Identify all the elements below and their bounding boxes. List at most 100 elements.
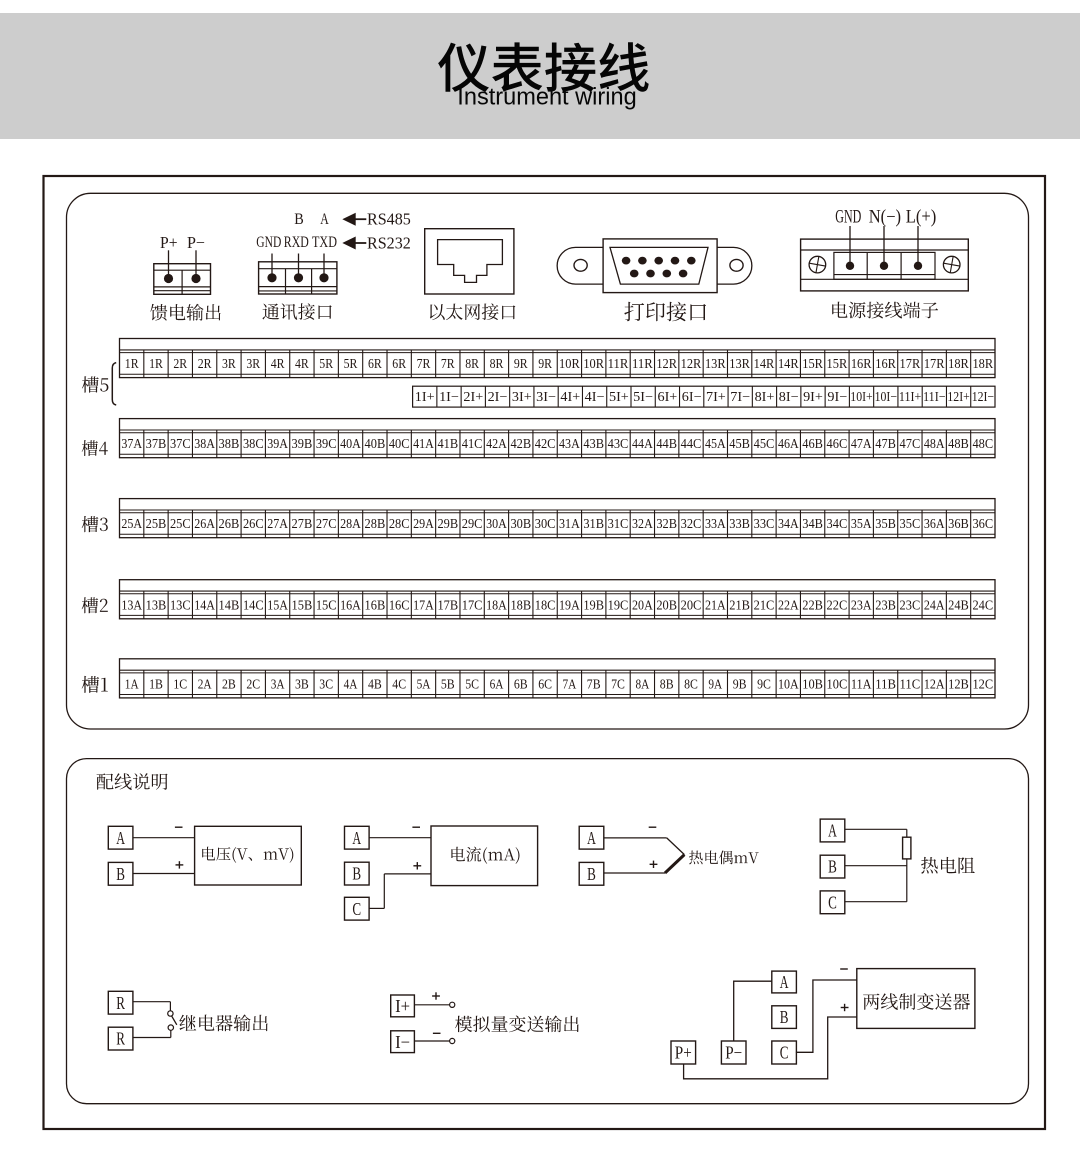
svg-text:I−: I− bbox=[395, 1032, 410, 1052]
svg-text:7R: 7R bbox=[441, 356, 455, 371]
svg-text:2A: 2A bbox=[198, 676, 212, 691]
svg-text:C: C bbox=[352, 899, 361, 919]
svg-text:14C: 14C bbox=[243, 597, 264, 612]
svg-text:7C: 7C bbox=[611, 676, 625, 691]
svg-text:11R: 11R bbox=[632, 356, 653, 371]
svg-text:Instrument wiring: Instrument wiring bbox=[457, 84, 636, 111]
svg-text:18R: 18R bbox=[948, 356, 969, 371]
svg-text:41A: 41A bbox=[413, 436, 434, 451]
svg-text:34B: 34B bbox=[802, 516, 823, 531]
svg-text:RS485: RS485 bbox=[367, 210, 411, 229]
svg-text:B: B bbox=[828, 857, 837, 877]
svg-text:13R: 13R bbox=[705, 356, 726, 371]
svg-text:A: A bbox=[780, 972, 789, 992]
svg-text:43A: 43A bbox=[559, 436, 580, 451]
svg-text:4B: 4B bbox=[368, 676, 382, 691]
svg-text:33C: 33C bbox=[754, 516, 775, 531]
svg-text:11R: 11R bbox=[608, 356, 629, 371]
svg-text:10I−: 10I− bbox=[875, 389, 897, 404]
svg-text:12I−: 12I− bbox=[972, 389, 994, 404]
svg-text:16R: 16R bbox=[875, 356, 896, 371]
svg-text:11I+: 11I+ bbox=[899, 389, 921, 404]
svg-text:32C: 32C bbox=[681, 516, 702, 531]
svg-text:28B: 28B bbox=[365, 516, 386, 531]
svg-text:25B: 25B bbox=[146, 516, 167, 531]
svg-text:P−: P− bbox=[725, 1043, 742, 1063]
svg-text:16R: 16R bbox=[851, 356, 872, 371]
svg-text:14A: 14A bbox=[194, 597, 215, 612]
svg-text:42C: 42C bbox=[535, 436, 556, 451]
svg-text:36B: 36B bbox=[948, 516, 969, 531]
svg-text:39B: 39B bbox=[292, 436, 313, 451]
svg-text:A: A bbox=[828, 821, 837, 841]
svg-text:13C: 13C bbox=[170, 597, 191, 612]
svg-text:18C: 18C bbox=[535, 597, 556, 612]
svg-text:C: C bbox=[780, 1043, 789, 1063]
svg-text:33B: 33B bbox=[729, 516, 750, 531]
svg-text:22A: 22A bbox=[778, 597, 799, 612]
svg-text:4R: 4R bbox=[271, 356, 285, 371]
svg-text:A: A bbox=[352, 828, 361, 848]
svg-text:30A: 30A bbox=[486, 516, 507, 531]
svg-text:26A: 26A bbox=[194, 516, 215, 531]
svg-text:41C: 41C bbox=[462, 436, 483, 451]
svg-text:24A: 24A bbox=[924, 597, 945, 612]
svg-text:45B: 45B bbox=[729, 436, 750, 451]
svg-text:7B: 7B bbox=[587, 676, 601, 691]
svg-text:10C: 10C bbox=[827, 676, 848, 691]
svg-text:12C: 12C bbox=[972, 676, 993, 691]
svg-text:9I−: 9I− bbox=[827, 389, 847, 404]
svg-text:40A: 40A bbox=[340, 436, 361, 451]
svg-text:9C: 9C bbox=[757, 676, 771, 691]
svg-text:8A: 8A bbox=[636, 676, 650, 691]
svg-text:10R: 10R bbox=[583, 356, 604, 371]
svg-text:48A: 48A bbox=[924, 436, 945, 451]
svg-text:5B: 5B bbox=[441, 676, 455, 691]
svg-text:B: B bbox=[116, 864, 125, 884]
svg-text:27C: 27C bbox=[316, 516, 337, 531]
svg-text:19B: 19B bbox=[583, 597, 604, 612]
svg-text:8I+: 8I+ bbox=[755, 389, 775, 404]
svg-text:17R: 17R bbox=[924, 356, 945, 371]
svg-text:13A: 13A bbox=[121, 597, 142, 612]
svg-text:11B: 11B bbox=[875, 676, 896, 691]
svg-text:3R: 3R bbox=[246, 356, 260, 371]
svg-text:8R: 8R bbox=[490, 356, 504, 371]
svg-text:3B: 3B bbox=[295, 676, 309, 691]
svg-text:GND: GND bbox=[256, 234, 281, 251]
svg-text:31C: 31C bbox=[608, 516, 629, 531]
svg-text:7A: 7A bbox=[563, 676, 577, 691]
svg-text:1A: 1A bbox=[125, 676, 139, 691]
svg-text:16C: 16C bbox=[389, 597, 410, 612]
svg-text:41B: 41B bbox=[437, 436, 458, 451]
svg-text:15R: 15R bbox=[802, 356, 823, 371]
svg-text:4R: 4R bbox=[295, 356, 309, 371]
svg-text:10A: 10A bbox=[778, 676, 799, 691]
svg-text:17C: 17C bbox=[462, 597, 483, 612]
svg-text:36A: 36A bbox=[924, 516, 945, 531]
svg-text:33A: 33A bbox=[705, 516, 726, 531]
svg-text:17B: 17B bbox=[437, 597, 458, 612]
svg-text:5A: 5A bbox=[417, 676, 431, 691]
svg-text:12R: 12R bbox=[656, 356, 677, 371]
svg-text:5R: 5R bbox=[344, 356, 358, 371]
svg-text:9B: 9B bbox=[733, 676, 747, 691]
svg-text:3C: 3C bbox=[319, 676, 333, 691]
svg-text:10I+: 10I+ bbox=[850, 389, 872, 404]
svg-text:5C: 5C bbox=[465, 676, 479, 691]
svg-text:P−: P− bbox=[187, 233, 205, 252]
svg-text:14B: 14B bbox=[219, 597, 240, 612]
svg-text:37C: 37C bbox=[170, 436, 191, 451]
svg-text:29A: 29A bbox=[413, 516, 434, 531]
svg-text:5I−: 5I− bbox=[633, 389, 653, 404]
svg-text:9A: 9A bbox=[708, 676, 722, 691]
svg-text:45A: 45A bbox=[705, 436, 726, 451]
svg-text:14R: 14R bbox=[754, 356, 775, 371]
svg-text:18B: 18B bbox=[510, 597, 531, 612]
svg-text:20C: 20C bbox=[681, 597, 702, 612]
svg-text:43B: 43B bbox=[583, 436, 604, 451]
svg-text:9R: 9R bbox=[538, 356, 552, 371]
svg-text:6I−: 6I− bbox=[682, 389, 702, 404]
svg-text:GND: GND bbox=[835, 207, 861, 227]
svg-text:7I−: 7I− bbox=[730, 389, 750, 404]
